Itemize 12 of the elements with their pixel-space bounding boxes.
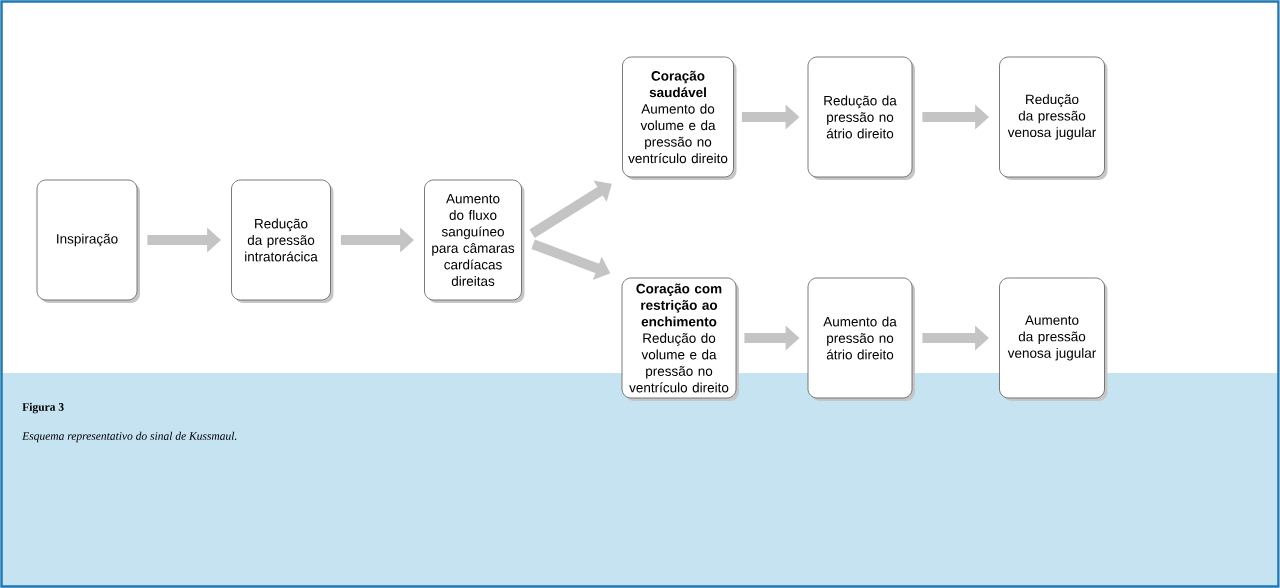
figure-caption: Esquema representativo do sinal de Kussmaul. — [22, 431, 237, 443]
process-box: Coração saudável Aumento do volume e da pressão no ventrículo direito — [622, 56, 737, 180]
process-box: Aumento da pressão venosa jugular — [999, 277, 1108, 401]
process-box: Redução da pressão no átrio direito — [807, 56, 915, 180]
process-box: Redução da pressão intratorácica — [231, 179, 334, 303]
process-box: Aumento da pressão no átrio direito — [807, 277, 915, 401]
block-arrow — [529, 180, 612, 238]
process-box: Inspiração — [36, 179, 140, 303]
process-box: Redução da pressão venosa jugular — [999, 56, 1108, 180]
process-box: Coração com restrição ao enchimento Redução do volume e da pressão no ventrículo direito — [621, 277, 739, 401]
figure-number: Figura 3 — [22, 402, 64, 414]
process-box: Aumento do fluxo sanguíneo para câmaras cardíacas direitas — [424, 179, 525, 303]
